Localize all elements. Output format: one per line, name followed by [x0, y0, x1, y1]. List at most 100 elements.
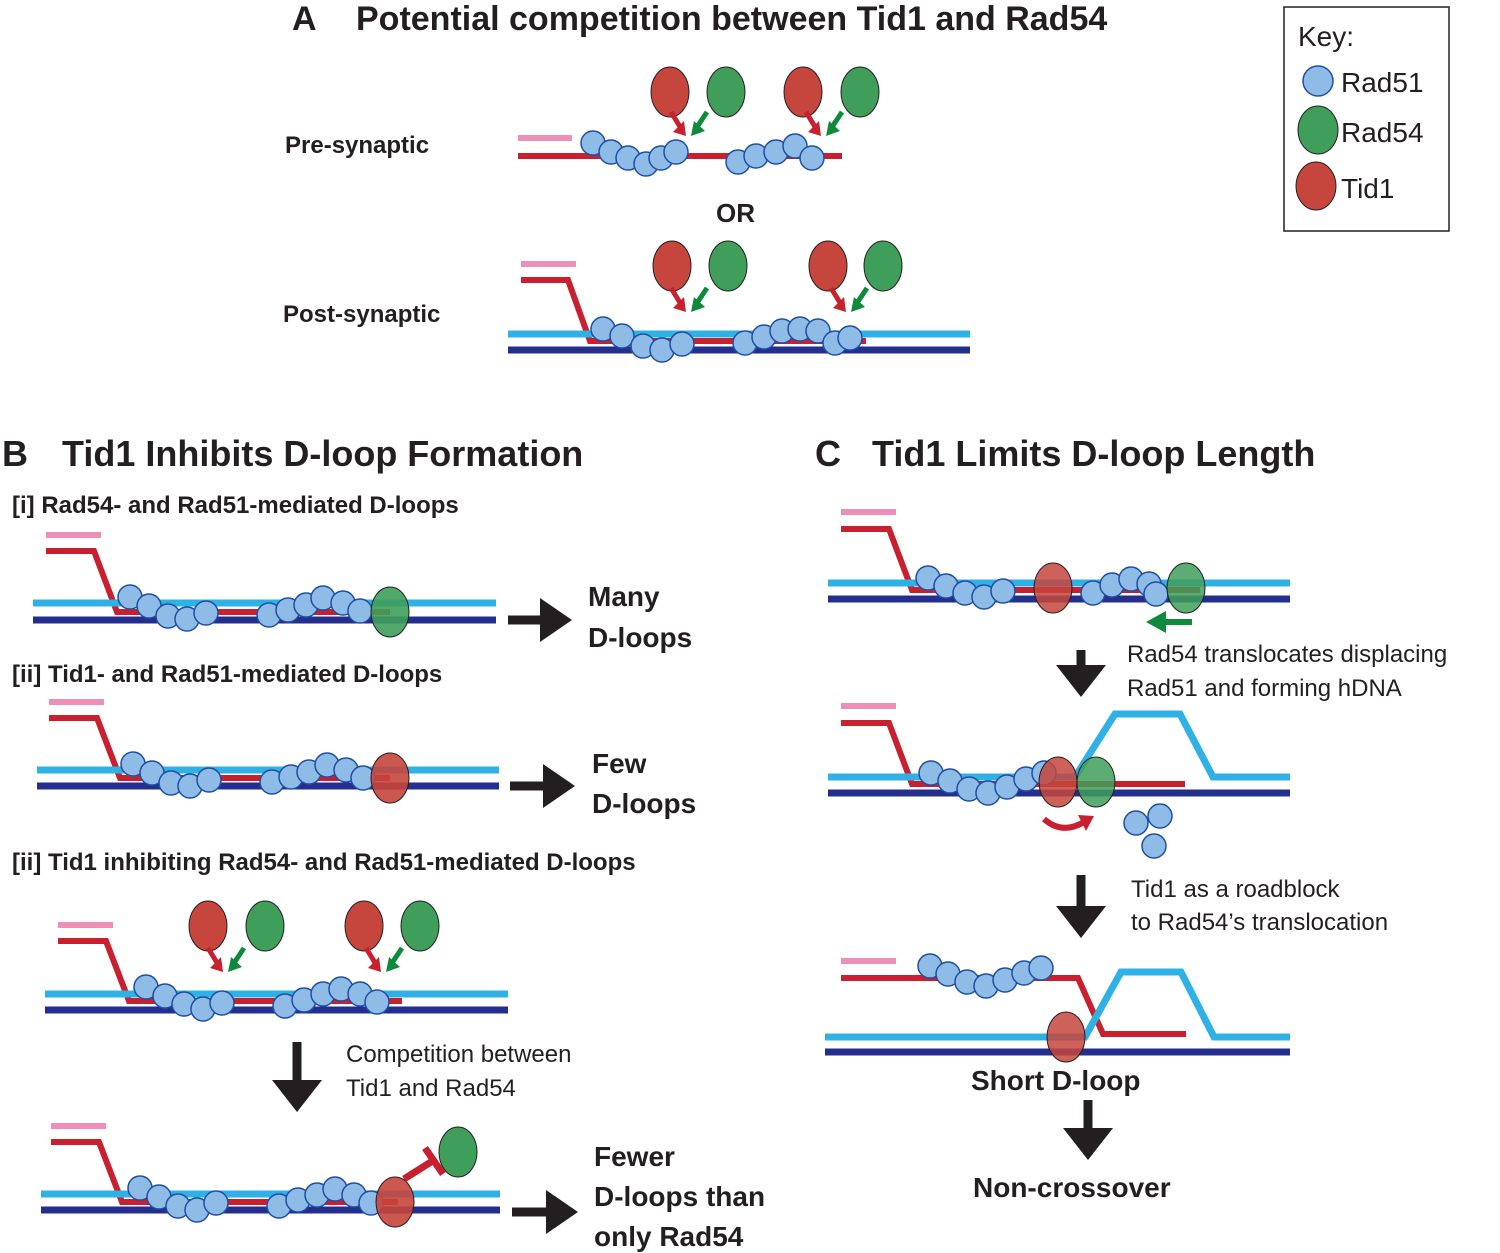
panel-a-title: Potential competition between Tid1 and R… — [356, 0, 1107, 38]
rad54-protein — [863, 240, 903, 292]
panel-b-sub3: [ii] Tid1 inhibiting Rad54- and Rad51-me… — [12, 849, 636, 876]
key-rad54-swatch — [1297, 105, 1339, 155]
tid1-rotation-arrow-curve — [1042, 816, 1086, 831]
rad54-protein — [370, 586, 410, 638]
key-rad51-swatch — [1302, 65, 1334, 97]
rad51-protein — [1028, 955, 1054, 981]
tid1-protein — [808, 240, 848, 292]
rad54-binding-arrow-head — [691, 297, 705, 312]
down-arrow-head — [1056, 665, 1106, 697]
inhibition-shaft — [402, 1157, 436, 1182]
right-arrow-head — [546, 1190, 578, 1234]
outcome3-line2: D-loops than — [594, 1181, 765, 1212]
invading-strand — [46, 548, 390, 615]
rad54-protein — [438, 1126, 478, 1178]
tid1-protein — [650, 66, 690, 118]
step1-line1: Rad54 translocates displacing — [1127, 641, 1447, 668]
tid1-binding-arrow-head — [833, 297, 846, 312]
outcome2-line1: Few — [592, 748, 647, 779]
invading-strand — [58, 938, 402, 1004]
rad51-protein — [990, 578, 1016, 604]
key-tid1-swatch — [1295, 161, 1337, 211]
rad54-protein — [840, 66, 880, 118]
tid1-protein — [375, 1176, 415, 1228]
displaced-rad51 — [1123, 810, 1149, 836]
non-crossover-label: Non-crossover — [973, 1172, 1171, 1203]
key-rad51-label: Rad51 — [1341, 67, 1424, 98]
invading-strand — [521, 277, 866, 344]
tid1-protein — [1046, 1011, 1086, 1063]
rad54-protein — [708, 240, 748, 292]
tid1-protein — [1038, 756, 1078, 808]
outcome1-line2: D-loops — [588, 622, 692, 653]
invading-strand — [51, 1139, 398, 1205]
rad51-protein — [1143, 581, 1169, 607]
rad54-binding-arrow-head — [386, 957, 400, 972]
key-box — [1283, 6, 1450, 232]
key-tid1-label: Tid1 — [1341, 173, 1394, 204]
displaced-rad51 — [1141, 833, 1167, 859]
outcome1-line1: Many — [588, 581, 660, 612]
panel-c-letter: C — [815, 433, 841, 474]
right-arrow-head — [543, 764, 575, 808]
rad54-binding-arrow-head — [851, 297, 865, 312]
pre-synaptic-label: Pre-synaptic — [285, 132, 429, 159]
tid1-protein — [1033, 562, 1073, 614]
competition-line1: Competition between — [346, 1041, 571, 1068]
key-rad54-label: Rad54 — [1341, 117, 1424, 148]
panel-b-sub1: [i] Rad54- and Rad51-mediated D-loops — [12, 492, 459, 519]
tid1-binding-arrow-head — [368, 957, 381, 972]
panel-b-letter: B — [2, 433, 28, 474]
tid1-protein — [188, 900, 228, 952]
down-arrow-head — [1063, 1128, 1113, 1160]
rad51-protein — [196, 767, 222, 793]
panel-c-title: Tid1 Limits D-loop Length — [872, 433, 1315, 474]
tid1-protein — [344, 900, 384, 952]
displaced-rad51 — [1147, 803, 1173, 829]
rad51-protein — [193, 600, 219, 626]
inhibition-bar — [422, 1146, 446, 1176]
rad51-protein — [663, 139, 689, 165]
rad54-protein — [1166, 562, 1206, 614]
or-label: OR — [716, 198, 755, 228]
key-title: Key: — [1298, 21, 1354, 52]
tid1-rotation-arrow-head — [1078, 815, 1094, 831]
rad54-protein — [706, 66, 746, 118]
competition-line2: Tid1 and Rad54 — [346, 1075, 516, 1102]
diagram-graphics — [33, 66, 1290, 1234]
step2-line1: Tid1 as a roadblock — [1131, 876, 1341, 903]
rad54-binding-arrow-head — [826, 121, 840, 136]
right-arrow-head — [540, 598, 572, 642]
tid1-protein — [370, 752, 410, 804]
panel-a-letter: A — [292, 0, 317, 38]
rad54-protein — [400, 900, 440, 952]
tid1-binding-arrow-head — [210, 957, 223, 972]
down-arrow-head — [272, 1080, 322, 1112]
tid1-protein — [652, 240, 692, 292]
short-dloop-label: Short D-loop — [971, 1065, 1141, 1096]
panel-b-sub2: [ii] Tid1- and Rad51-mediated D-loops — [12, 661, 442, 688]
rad51-protein — [799, 145, 825, 171]
translocation-arrow-head — [1146, 611, 1166, 633]
outcome3-line3: only Rad54 — [594, 1221, 744, 1252]
tid1-binding-arrow-head — [673, 297, 686, 312]
rad54-protein — [1076, 756, 1116, 808]
panel-b-title: Tid1 Inhibits D-loop Formation — [62, 433, 583, 474]
rad51-protein — [837, 325, 863, 351]
rad51-protein — [203, 1190, 229, 1216]
rad51-protein — [364, 989, 390, 1015]
donor-top-strand — [825, 968, 1290, 1041]
tid1-protein — [783, 66, 823, 118]
rad54-binding-arrow-head — [691, 121, 705, 136]
rad51-protein — [669, 331, 695, 357]
rad51-protein — [609, 323, 635, 349]
tid1-binding-arrow-head — [673, 121, 686, 136]
step2-line2: to Rad54’s translocation — [1131, 909, 1388, 936]
down-arrow-head — [1056, 906, 1106, 938]
rad51-protein — [209, 990, 235, 1016]
rad51-protein — [347, 598, 373, 624]
rad54-protein — [245, 900, 285, 952]
outcome3-line1: Fewer — [594, 1141, 675, 1172]
